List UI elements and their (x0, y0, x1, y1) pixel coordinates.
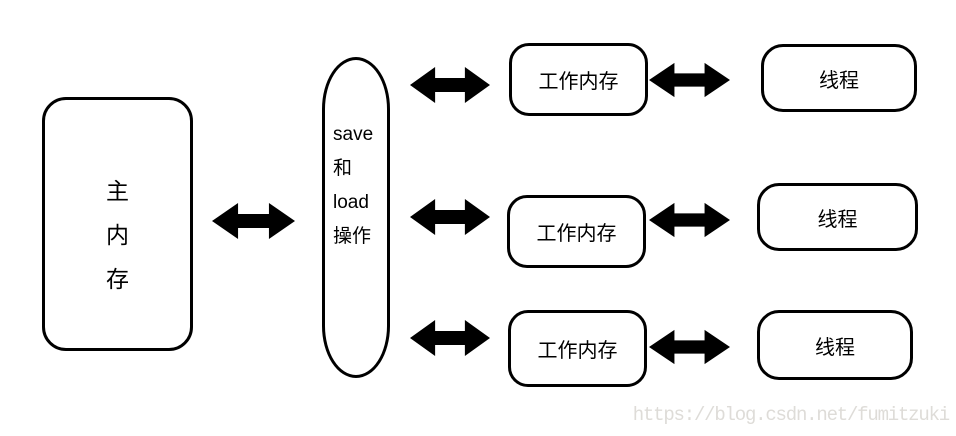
thread-box: 线程 (761, 44, 917, 112)
working-memory-box: 工作内存 (507, 195, 646, 268)
thread-label: 线程 (819, 69, 859, 92)
watermark: https://blog.csdn.net/fumitzuki (632, 404, 950, 426)
double-arrow-icon (649, 62, 730, 98)
save-load-operations-box: save 和 load 操作 (322, 57, 390, 378)
double-arrow-icon (410, 320, 490, 356)
working-memory-label: 工作内存 (536, 223, 617, 245)
double-arrow-icon (649, 329, 730, 365)
main-memory-label-char: 内 (106, 222, 129, 248)
operations-line: load (333, 192, 369, 213)
main-memory-box: 主 内 存 (42, 97, 193, 351)
main-memory-label-char: 存 (106, 266, 129, 292)
thread-label: 线程 (815, 336, 855, 359)
double-arrow-icon (410, 199, 490, 235)
double-arrow-icon (649, 202, 730, 238)
thread-box: 线程 (757, 310, 913, 380)
working-memory-box: 工作内存 (508, 310, 647, 387)
thread-label: 线程 (817, 208, 858, 231)
double-arrow-icon (212, 203, 295, 239)
operations-line: 和 (333, 158, 353, 179)
operations-line: 操作 (333, 226, 372, 247)
thread-box: 线程 (757, 183, 918, 251)
main-memory-label-char: 主 (106, 178, 129, 204)
working-memory-box: 工作内存 (509, 43, 648, 116)
operations-line: save (333, 124, 374, 145)
working-memory-label: 工作内存 (538, 71, 619, 93)
working-memory-label: 工作内存 (537, 340, 618, 362)
double-arrow-icon (410, 67, 490, 103)
